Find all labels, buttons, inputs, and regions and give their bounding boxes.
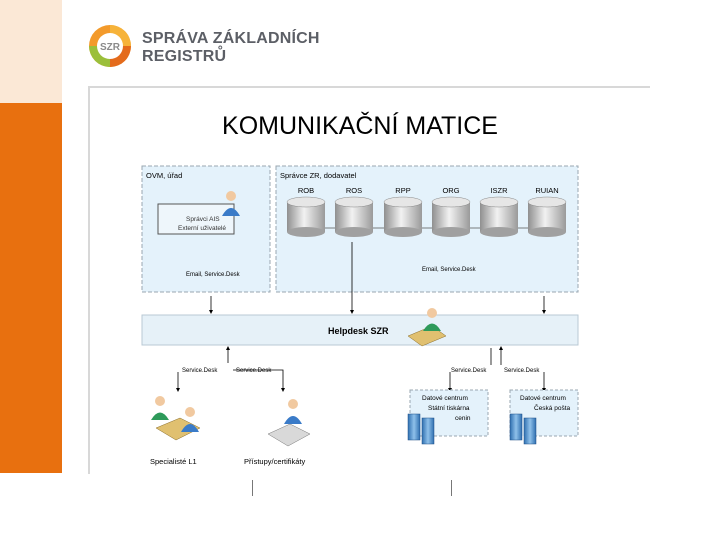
- ovm-user-label-1: Správci AIS: [186, 216, 220, 223]
- server-icon-stc: [407, 413, 435, 445]
- access-certificates-icon: [267, 399, 311, 447]
- channel-label-1: Service.Desk: [182, 368, 218, 374]
- slide-title: KOMUNIKAČNÍ MATICE: [222, 112, 498, 140]
- svg-text:RPP: RPP: [395, 186, 410, 195]
- access-label: Přístupy/certifikáty: [244, 457, 306, 466]
- svg-text:ORG: ORG: [442, 186, 459, 195]
- svg-text:Datové centrum: Datové centrum: [520, 395, 566, 402]
- helpdesk-label: Helpdesk SZR: [328, 326, 389, 336]
- szr-channel-label: Email, Service.Desk: [422, 267, 477, 273]
- channel-label-4: Service.Desk: [504, 368, 540, 374]
- ovm-channel-label: Email, Service.Desk: [186, 272, 241, 278]
- helpdesk-operator-icon: [407, 308, 447, 347]
- szr-zone: [275, 165, 579, 293]
- logo-text: SZR: [100, 42, 121, 53]
- sidebar-top-band: [0, 0, 62, 103]
- specialists-label: Specialisté L1: [150, 457, 197, 466]
- registry-iszr: ISZR: [479, 186, 519, 237]
- org-name-line-2: REGISTRŮ: [142, 48, 227, 65]
- svg-text:cenin: cenin: [455, 415, 471, 422]
- registry-rob: ROB: [286, 186, 326, 237]
- svg-text:Česká pošta: Česká pošta: [534, 403, 571, 412]
- ovm-zone-label: OVM, úřad: [146, 171, 182, 180]
- szr-logo: SZR: [89, 25, 131, 67]
- datacenter-stc-box: [409, 389, 489, 437]
- registry-org: ORG: [431, 186, 471, 237]
- specialists-icon: [151, 396, 201, 441]
- registry-rpp: RPP: [383, 186, 423, 237]
- svg-text:Státní tiskárna: Státní tiskárna: [428, 405, 470, 412]
- org-name-line-1: SPRÁVA ZÁKLADNÍCH: [142, 30, 320, 47]
- channel-label-2: Service.Desk: [236, 368, 272, 374]
- sidebar-accent-bar: [0, 103, 62, 473]
- szr-zone-label: Správce ZR, dodavatel: [280, 171, 357, 180]
- organization-name: SPRÁVA ZÁKLADNÍCH REGISTRŮ: [142, 30, 320, 66]
- server-icon-cp: [509, 413, 537, 445]
- svg-text:ROB: ROB: [298, 186, 314, 195]
- registry-ros: ROS: [334, 186, 374, 237]
- channel-label-3: Service.Desk: [451, 368, 487, 374]
- registry-ruian: RUIAN: [527, 186, 567, 237]
- svg-text:Datové centrum: Datové centrum: [422, 395, 468, 402]
- svg-text:RUIAN: RUIAN: [535, 186, 558, 195]
- helpdesk-band: [141, 314, 579, 346]
- ovm-user-label-2: Externí uživatelé: [178, 225, 226, 232]
- svg-text:ISZR: ISZR: [490, 186, 508, 195]
- ovm-user-person-icon: [222, 191, 240, 216]
- footer-divider-right: [451, 480, 452, 496]
- ovm-user-box: [157, 203, 235, 235]
- footer-divider-left: [252, 480, 253, 496]
- svg-text:ROS: ROS: [346, 186, 362, 195]
